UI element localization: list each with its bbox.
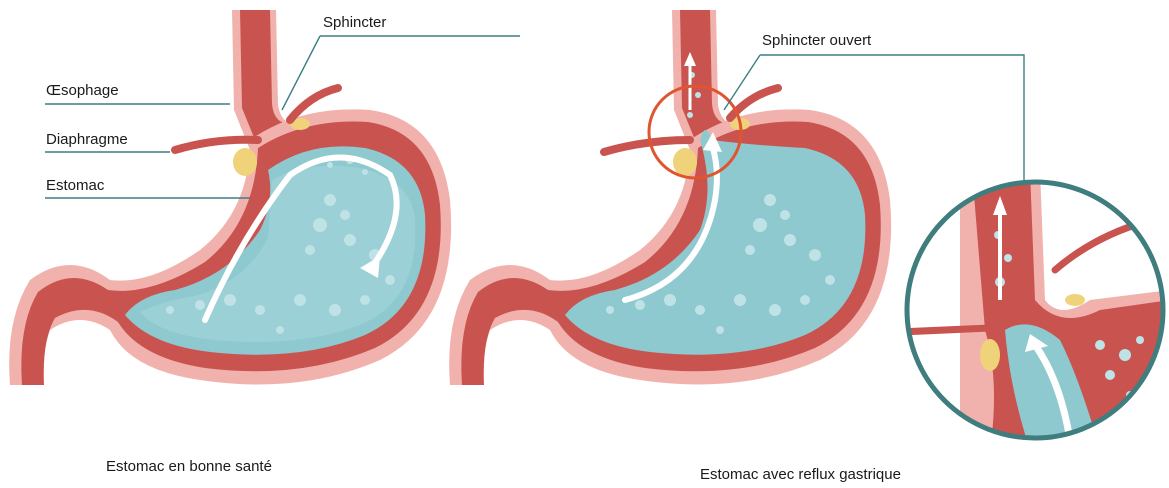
label-sphincter-ouvert: Sphincter ouvert xyxy=(762,32,871,49)
label-oesophage: Œsophage xyxy=(46,82,119,99)
reflux-stomach xyxy=(449,10,891,385)
label-diaphragme: Diaphragme xyxy=(46,131,128,148)
caption-reflux: Estomac avec reflux gastrique xyxy=(700,466,901,483)
caption-healthy: Estomac en bonne santé xyxy=(106,458,272,475)
label-estomac: Estomac xyxy=(46,177,104,194)
zoom-inset xyxy=(900,170,1169,450)
label-sphincter: Sphincter xyxy=(323,14,386,31)
